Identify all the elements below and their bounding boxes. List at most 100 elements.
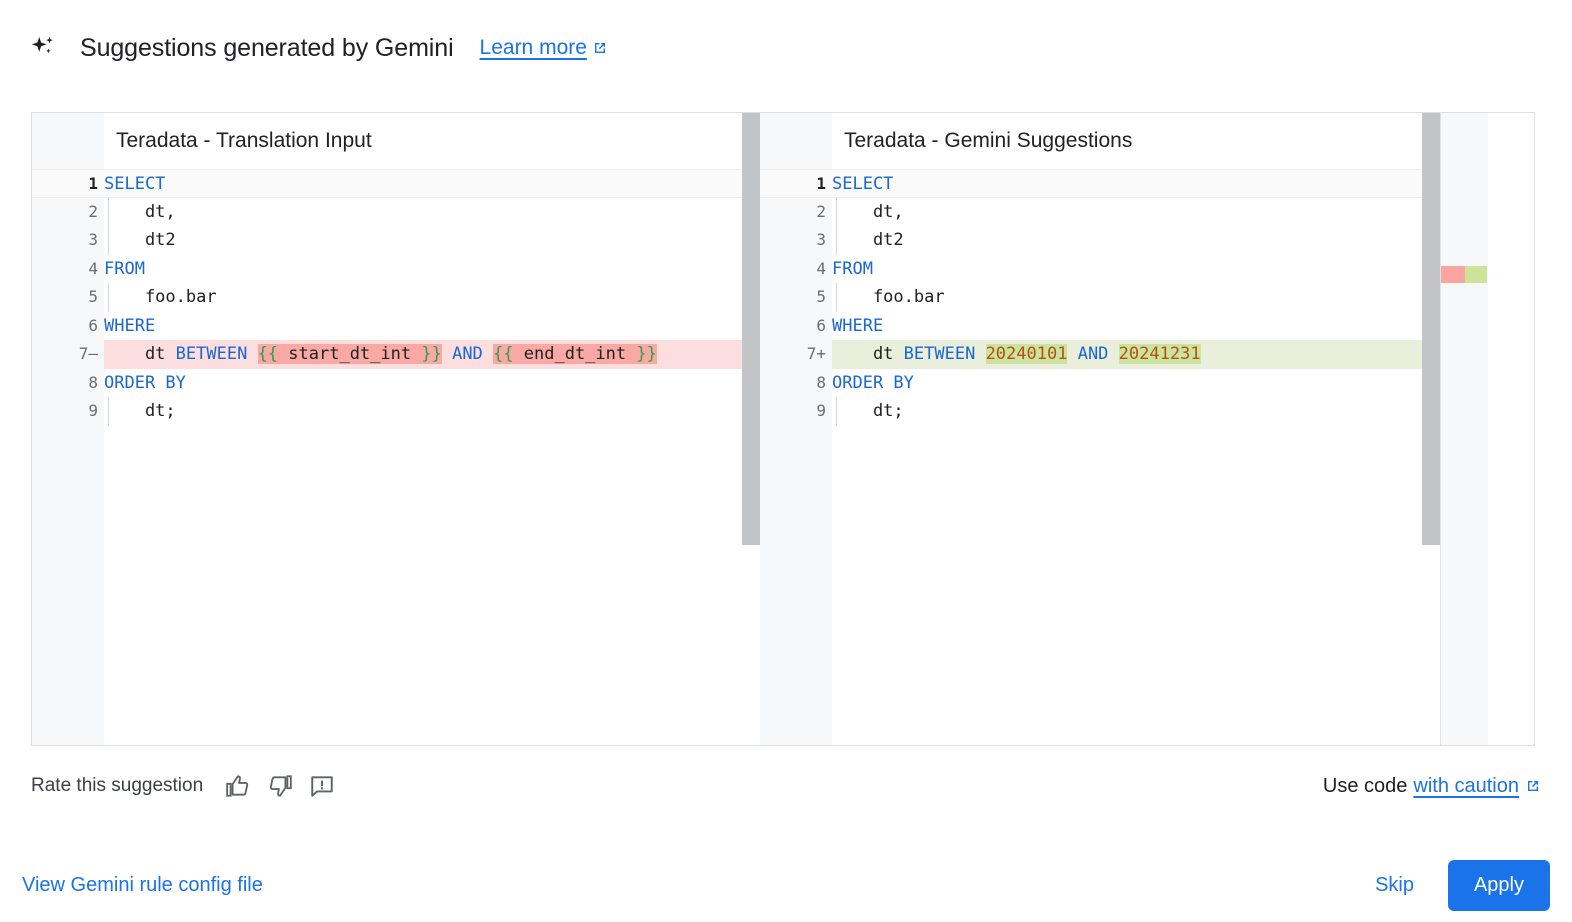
code-token: AND (1077, 344, 1109, 364)
pane-title-left: Teradata - Translation Input (104, 113, 760, 169)
code-token: start_dt_int (278, 344, 422, 364)
overview-diff-mark (1441, 266, 1465, 283)
rating-bar: Rate this suggestion Use code with cauti… (0, 762, 1572, 810)
report-feedback-icon[interactable] (309, 773, 335, 799)
scrollbar-thumb-left[interactable] (742, 113, 760, 545)
apply-button[interactable]: Apply (1447, 859, 1550, 911)
code-token: ORDER BY (832, 372, 914, 393)
sparkle-icon (31, 36, 53, 54)
code-area-left[interactable]: Teradata - Translation Input SELECT dt, … (104, 113, 760, 745)
code-token: foo.bar (104, 287, 217, 307)
code-line[interactable]: dt, (104, 197, 760, 226)
code-token (1067, 344, 1077, 364)
code-line[interactable]: ORDER BY (104, 369, 760, 398)
indent-guide (836, 226, 837, 255)
line-number: 5 (816, 287, 826, 306)
code-line[interactable]: foo.bar (832, 283, 1488, 312)
code-token (483, 344, 493, 364)
footer-actions: Skip Apply (1359, 859, 1550, 911)
overview-diff-mark (1465, 266, 1487, 283)
line-number: 5 (88, 287, 98, 306)
learn-more-link[interactable]: Learn more (480, 36, 608, 60)
scrollbar-right[interactable] (1422, 113, 1440, 745)
code-token: 20240101 (985, 344, 1068, 364)
indent-guide (108, 283, 109, 312)
line-number: 7+ (806, 344, 826, 363)
line-number: 1 (760, 169, 832, 198)
code-token: }} (421, 344, 442, 364)
code-line[interactable]: SELECT (104, 169, 760, 198)
code-line[interactable]: WHERE (832, 312, 1488, 341)
indent-guide (108, 226, 109, 255)
with-caution-link[interactable]: with caution (1413, 774, 1519, 797)
thumb-up-icon[interactable] (225, 773, 251, 799)
code-token: WHERE (832, 315, 884, 336)
rate-label: Rate this suggestion (31, 775, 204, 796)
code-token: 20241231 (1118, 344, 1201, 364)
view-rule-config-link[interactable]: View Gemini rule config file (22, 873, 263, 896)
code-token: BETWEEN (175, 344, 248, 364)
code-line[interactable]: dt; (104, 397, 760, 426)
code-token: }} (636, 344, 657, 364)
suggestions-header: Suggestions generated by Gemini Learn mo… (0, 0, 1572, 96)
line-number: 6 (88, 315, 98, 335)
code-token: dt (832, 344, 904, 364)
code-line[interactable]: FROM (104, 255, 760, 284)
code-token: dt (104, 344, 176, 364)
line-number: 4 (816, 258, 826, 278)
line-number: 3 (816, 230, 826, 249)
line-number: 9 (88, 401, 98, 420)
code-token: WHERE (104, 315, 156, 336)
thumb-down-icon[interactable] (267, 773, 293, 799)
line-number: 2 (816, 201, 826, 221)
line-number: 8 (816, 372, 826, 392)
external-link-icon (594, 43, 605, 53)
code-token (247, 344, 257, 364)
code-token (1108, 344, 1118, 364)
code-line[interactable]: ORDER BY (832, 369, 1488, 398)
indent-guide (108, 197, 109, 226)
code-token: {{ (257, 344, 279, 364)
scrollbar-thumb-right[interactable] (1422, 113, 1440, 545)
line-number: 1 (32, 169, 104, 198)
code-token: AND (452, 344, 483, 364)
use-code-prefix: Use code (1322, 774, 1408, 797)
external-link-icon (1528, 781, 1538, 791)
code-line[interactable]: SELECT (832, 169, 1488, 198)
line-number: 8 (88, 372, 98, 392)
code-line[interactable]: foo.bar (104, 283, 760, 312)
code-line[interactable]: dt; (832, 397, 1488, 426)
code-line[interactable]: dt BETWEEN {{ start_dt_int }} AND {{ end… (104, 340, 760, 369)
indent-guide (836, 197, 837, 226)
indent-guide (108, 397, 109, 426)
code-token: SELECT (104, 174, 166, 194)
line-number: 3 (88, 230, 98, 249)
code-token: FROM (832, 258, 873, 279)
diff-overview-ruler[interactable] (1440, 113, 1488, 745)
code-line[interactable]: dt2 (104, 226, 760, 255)
code-token: FROM (104, 258, 145, 279)
code-token: dt; (832, 401, 904, 421)
line-number: 6 (816, 315, 826, 335)
code-line[interactable]: FROM (832, 255, 1488, 284)
pane-title-right: Teradata - Gemini Suggestions (832, 113, 1488, 169)
code-token: ORDER BY (104, 372, 186, 393)
scrollbar-left[interactable] (742, 113, 760, 745)
code-area-right[interactable]: Teradata - Gemini Suggestions SELECT dt,… (832, 113, 1488, 745)
code-token (975, 344, 985, 364)
code-token: foo.bar (832, 287, 945, 307)
code-token: SELECT (832, 174, 894, 194)
code-line[interactable]: WHERE (104, 312, 760, 341)
diff-marker: + (816, 344, 826, 363)
skip-button[interactable]: Skip (1359, 864, 1430, 907)
rating-icons (225, 773, 335, 799)
code-token: end_dt_int (513, 344, 637, 364)
code-line[interactable]: dt, (832, 197, 1488, 226)
code-line[interactable]: dt2 (832, 226, 1488, 255)
code-token (442, 344, 452, 364)
code-line[interactable]: dt BETWEEN 20240101 AND 20241231 (832, 340, 1488, 369)
